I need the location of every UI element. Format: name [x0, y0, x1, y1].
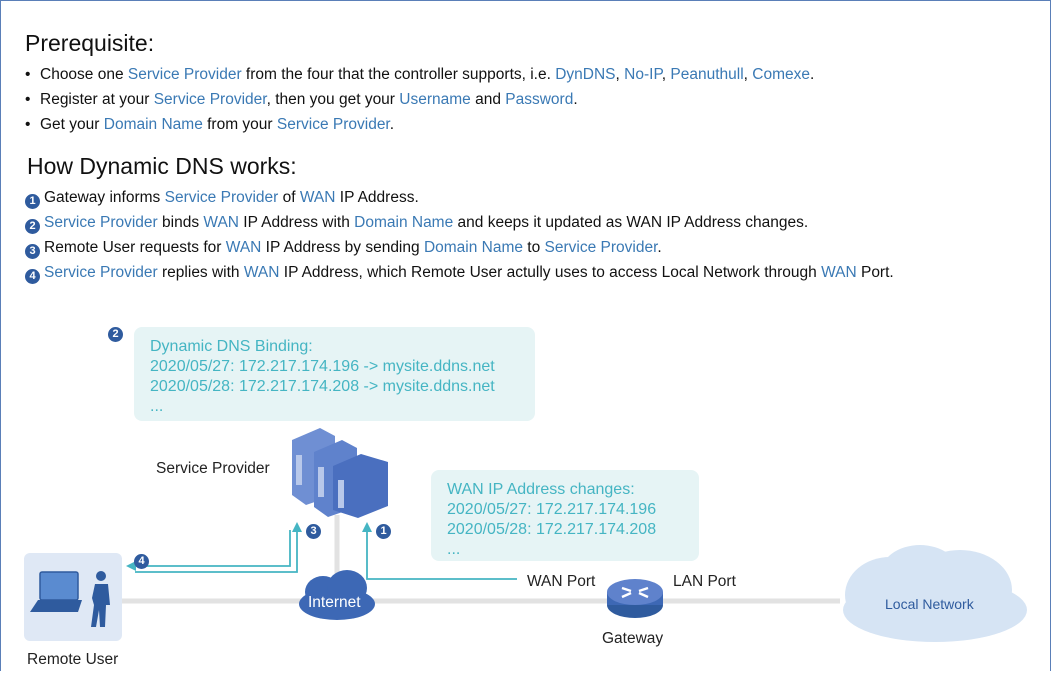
highlight-term: Domain Name: [423, 239, 523, 256]
highlight-term: Password: [505, 91, 574, 108]
highlight-term: Domain Name: [354, 214, 454, 231]
text-fragment: and: [470, 91, 506, 108]
text-fragment: Register at your: [40, 91, 154, 108]
step-marker-4: 4: [134, 554, 149, 569]
how-step: 4 Service Provider replies with WAN IP Ad…: [25, 264, 894, 284]
highlight-term: Service Provider: [44, 264, 158, 281]
wan-line: WAN IP Address changes:: [447, 481, 635, 498]
binding-line: 2020/05/28: 172.217.174.208 -> mysite.dd…: [150, 378, 495, 395]
internet-cloud: [299, 570, 375, 620]
step-marker-3: 3: [306, 524, 321, 539]
highlight-term: Domain Name: [103, 116, 203, 133]
wan-line: 2020/05/28: 172.217.174.208: [447, 521, 657, 538]
prereq-item: • Choose one Service Provider from the fo…: [25, 66, 814, 84]
arrow-gateway-to-provider: [366, 530, 517, 580]
step-marker-1: 1: [376, 524, 391, 539]
text-fragment: , then you get your: [266, 91, 400, 108]
text-fragment: IP Address with: [238, 214, 355, 231]
highlight-term: WAN: [243, 264, 280, 281]
wan-line: 2020/05/27: 172.217.174.196: [447, 501, 657, 518]
laptop-icon: [30, 571, 82, 612]
gateway-label: Gateway: [602, 630, 664, 647]
wan-line: ...: [447, 541, 461, 558]
binding-line: ...: [150, 398, 164, 415]
highlight-term: WAN: [203, 214, 239, 231]
text-fragment: replies with: [157, 264, 244, 281]
prereq-title: Prerequisite:: [25, 30, 155, 56]
person-icon: [91, 571, 110, 627]
highlight-term: Username: [399, 91, 471, 108]
prereq-item: • Register at your Service Provider, then…: [25, 91, 578, 109]
how-step: 2 Service Provider binds WAN IP Address w…: [25, 214, 808, 234]
text-fragment: Choose one: [40, 66, 128, 83]
text-fragment: from your: [202, 116, 277, 133]
highlight-term: No-IP: [624, 66, 662, 83]
bullet-icon: •: [25, 116, 31, 133]
text-fragment: Get your: [40, 116, 104, 133]
text-fragment: ,: [661, 66, 671, 83]
highlight-term: DynDNS: [555, 66, 616, 83]
prereq-item: • Get your Domain Name from your Service …: [25, 116, 394, 134]
dns-binding-box: Dynamic DNS Binding: 2020/05/27: 172.217…: [134, 327, 535, 421]
bullet-icon: •: [25, 91, 31, 108]
step-number-icon: 4: [25, 269, 40, 284]
highlight-term: Service Provider: [164, 189, 279, 206]
flow-arrows: [135, 530, 517, 580]
highlight-term: Peanuthull: [670, 66, 744, 83]
internet-label: Internet: [308, 594, 361, 611]
highlight-term: Service Provider: [276, 116, 390, 133]
service-provider-label: Service Provider: [156, 460, 270, 477]
highlight-term: WAN: [225, 239, 262, 256]
step-marker-2: 2: [108, 327, 123, 342]
text-fragment: .: [810, 66, 815, 83]
text-fragment: of: [278, 189, 300, 206]
highlight-term: WAN: [299, 189, 336, 206]
text-fragment: IP Address.: [335, 189, 419, 206]
text-fragment: from the four that the controller suppor…: [241, 66, 556, 83]
binding-line: 2020/05/27: 172.217.174.196 -> mysite.dd…: [150, 358, 495, 375]
bullet-icon: •: [25, 66, 31, 83]
how-title: How Dynamic DNS works:: [27, 153, 297, 179]
highlight-term: Service Provider: [153, 91, 267, 108]
text-fragment: .: [657, 239, 662, 256]
wan-changes-box: WAN IP Address changes: 2020/05/27: 172.…: [431, 470, 699, 561]
server-icon: [292, 428, 388, 518]
wan-port-label: WAN Port: [527, 573, 596, 590]
text-fragment: and keeps it updated as WAN IP Address c…: [453, 214, 809, 231]
step-number-icon: 1: [25, 194, 40, 209]
highlight-term: Comexe: [752, 66, 811, 83]
local-network-label: Local Network: [885, 596, 974, 612]
step-number-icon: 2: [25, 219, 40, 234]
text-fragment: IP Address, which Remote User actully us…: [279, 264, 822, 281]
text-fragment: .: [389, 116, 395, 133]
text-fragment: binds: [157, 214, 204, 231]
remote-user-label: Remote User: [27, 651, 119, 668]
local-network-cloud: [843, 545, 1027, 642]
arrow-heads: [126, 522, 372, 571]
text-fragment: Remote User requests for: [44, 239, 226, 256]
highlight-term: Service Provider: [127, 66, 242, 83]
text-fragment: ,: [743, 66, 753, 83]
text-fragment: .: [573, 91, 578, 108]
gateway-icon: [607, 579, 663, 618]
how-step: 1 Gateway informs Service Provider of WAN…: [25, 189, 419, 209]
text-fragment: Port.: [856, 264, 894, 281]
highlight-term: WAN: [821, 264, 857, 281]
how-step: 3 Remote User requests for WAN IP Address…: [25, 239, 662, 259]
binding-line: Dynamic DNS Binding:: [150, 338, 313, 355]
highlight-term: Service Provider: [44, 214, 158, 231]
step-number-icon: 3: [25, 244, 40, 259]
arrow-provider-to-remote: [135, 530, 291, 567]
arrow-remote-to-provider: [135, 530, 298, 573]
text-fragment: IP Address by sending: [261, 239, 424, 256]
text-fragment: ,: [615, 66, 625, 83]
lan-port-label: LAN Port: [673, 573, 736, 590]
text-fragment: Gateway informs: [44, 189, 165, 206]
text-fragment: to: [523, 239, 545, 256]
highlight-term: Service Provider: [544, 239, 658, 256]
